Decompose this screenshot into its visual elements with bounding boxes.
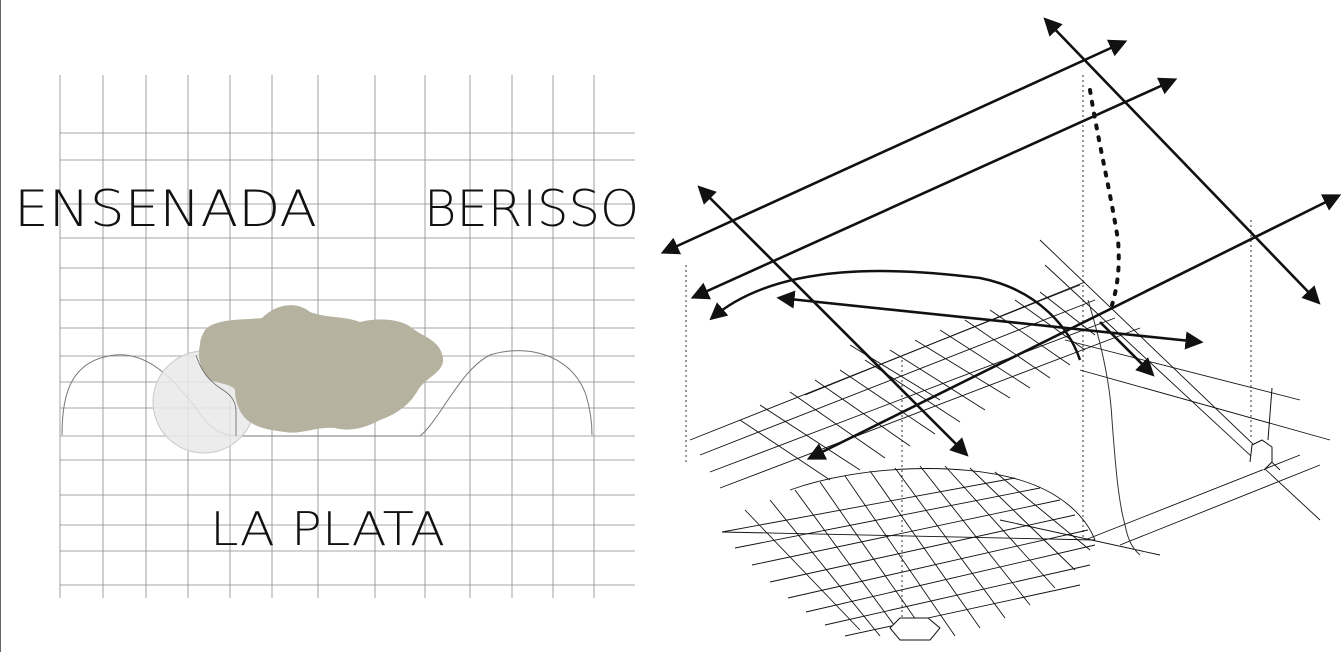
dotted-curve [1088, 88, 1121, 307]
lower-city-grid [721, 465, 1096, 641]
label-ensenada: ENSENADA [14, 180, 317, 238]
left-border [0, 0, 1, 652]
arrow-right-diagonal [1043, 17, 1321, 305]
arrow-cross [776, 290, 1204, 350]
plan-diagram: ENSENADA BERISSO LA PLATA [14, 75, 639, 598]
axonometric-diagram [660, 17, 1341, 641]
circle-overlap-line [195, 354, 237, 436]
curved-arrow [709, 269, 1082, 361]
arrow-top-second [690, 77, 1178, 300]
arrow-long-bottom [806, 194, 1341, 460]
arrow-left-diagonal [697, 185, 969, 457]
marker-stem [1267, 387, 1273, 441]
flow-arrows [660, 17, 1341, 460]
label-la-plata: LA PLATA [210, 502, 445, 556]
arrow-short-down [1099, 321, 1155, 377]
urban-mass-blob [198, 305, 444, 433]
hexagon-marker-lower [889, 617, 941, 641]
label-berisso: BERISSO [424, 180, 639, 238]
hexagon-marker-right [1249, 439, 1273, 471]
